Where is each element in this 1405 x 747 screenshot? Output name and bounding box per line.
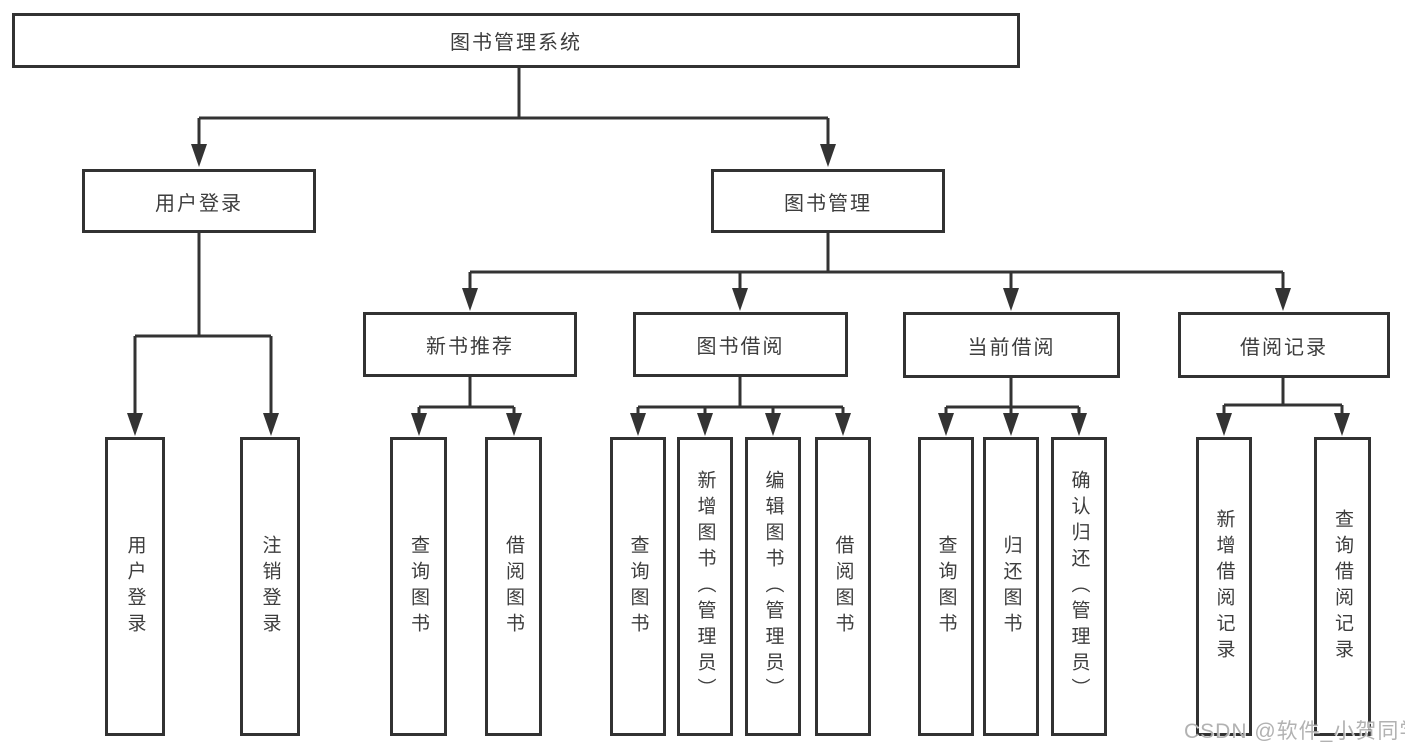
connector-login-to-leaves xyxy=(127,233,279,436)
node-library-management-system: 图书管理系统 xyxy=(12,13,1020,68)
node-leaf-add-borrow-record: 新增借阅记录 xyxy=(1196,437,1252,736)
node-leaf-user-login: 用户登录 xyxy=(105,437,165,736)
node-book-management-module: 图书管理 xyxy=(711,169,945,233)
node-leaf-add-books-admin: 新增图书（管理员） xyxy=(677,437,733,736)
node-leaf-edit-books-admin: 编辑图书（管理员） xyxy=(745,437,801,736)
node-leaf-borrow-books-borrowing: 借阅图书 xyxy=(815,437,871,736)
node-new-book-recommendation: 新书推荐 xyxy=(363,312,577,377)
node-leaf-logout: 注销登录 xyxy=(240,437,300,736)
connector-root-to-level2 xyxy=(191,68,836,167)
node-leaf-confirm-return-admin: 确认归还（管理员） xyxy=(1051,437,1107,736)
node-leaf-query-borrow-record: 查询借阅记录 xyxy=(1314,437,1371,736)
connector-records-to-leaves xyxy=(1216,378,1350,436)
csdn-watermark: CSDN @软件_小贺同学 xyxy=(1184,720,1405,743)
node-book-borrowing: 图书借阅 xyxy=(633,312,848,377)
connector-current-to-leaves xyxy=(938,378,1087,436)
node-leaf-query-books-borrowing: 查询图书 xyxy=(610,437,666,736)
node-current-borrowing: 当前借阅 xyxy=(903,312,1120,378)
connector-mgmt-to-level3 xyxy=(462,233,1291,311)
node-leaf-query-books-newbooks: 查询图书 xyxy=(390,437,447,736)
connector-newbooks-to-leaves xyxy=(411,377,522,436)
node-user-login-module: 用户登录 xyxy=(82,169,316,233)
connector-borrowing-to-leaves xyxy=(630,377,851,436)
node-leaf-borrow-books-newbooks: 借阅图书 xyxy=(485,437,542,736)
node-borrowing-records: 借阅记录 xyxy=(1178,312,1390,378)
node-leaf-query-books-current: 查询图书 xyxy=(918,437,974,736)
node-leaf-return-books: 归还图书 xyxy=(983,437,1039,736)
